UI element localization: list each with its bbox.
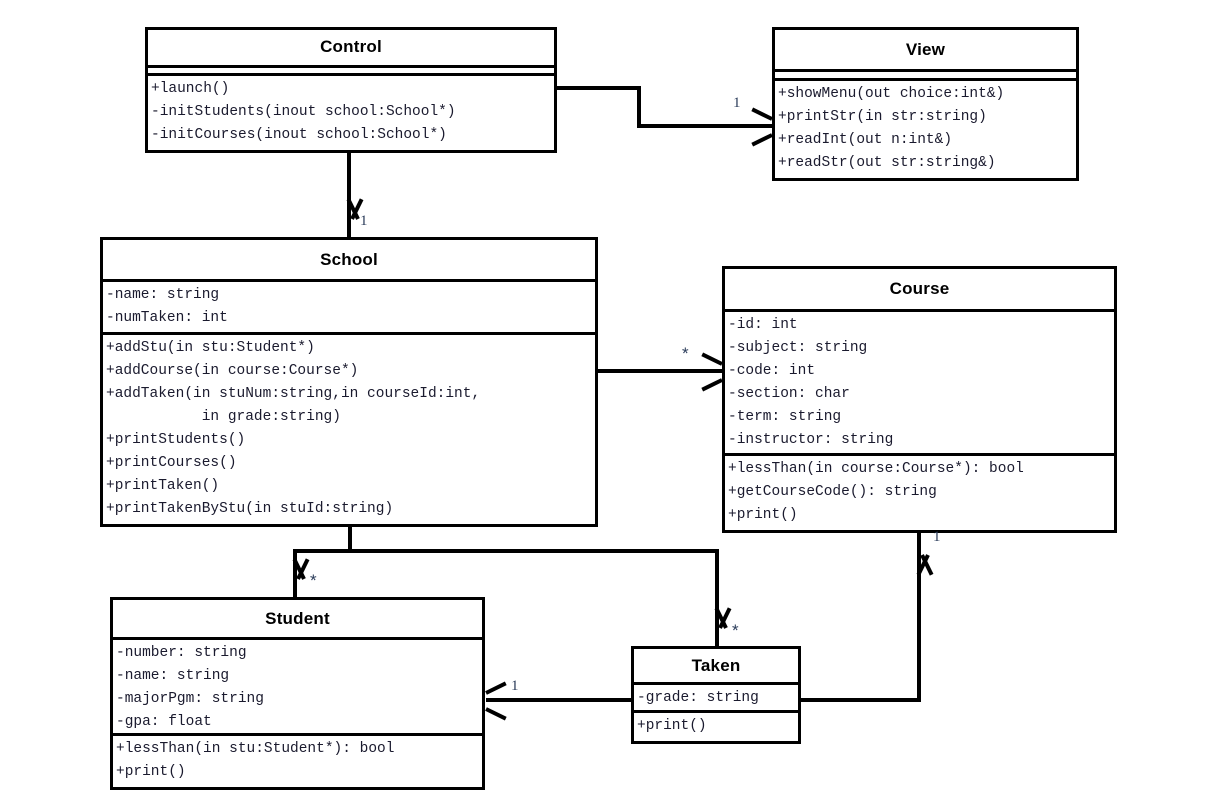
connector-control-school [347, 153, 351, 237]
connector-school-student [293, 549, 352, 553]
connector-school-split [348, 527, 352, 553]
class-member: +addStu(in stu:Student*) [106, 340, 315, 356]
class-member: +printCourses() [106, 455, 237, 471]
connector-taken-student [486, 698, 631, 702]
class-member: -majorPgm: string [116, 691, 264, 707]
class-methods-student: +lessThan(in stu:Student*): bool +print(… [113, 733, 482, 787]
connector-school-taken [348, 549, 719, 553]
class-member: -initCourses(inout school:School*) [151, 127, 447, 143]
class-member: +getCourseCode(): string [728, 484, 937, 500]
class-member: -code: int [728, 363, 816, 379]
class-member: +addCourse(in course:Course*) [106, 363, 359, 379]
class-attributes-course: -id: int -subject: string -code: int -se… [725, 309, 1114, 453]
class-member: -instructor: string [728, 432, 894, 448]
class-member: +print() [116, 764, 186, 780]
class-member: -section: char [728, 386, 850, 402]
class-member: -name: string [106, 287, 220, 303]
class-methods-control: +launch() -initStudents(inout school:Sch… [148, 73, 554, 150]
class-member: +printTaken() [106, 478, 220, 494]
multiplicity-label: 1 [511, 678, 519, 694]
connector-school-course [598, 369, 722, 373]
multiplicity-label: 1 [360, 213, 368, 229]
connector-taken-course [917, 533, 921, 698]
multiplicity-label: 1 [933, 529, 941, 545]
multiplicity-label: 1 [733, 95, 741, 111]
class-member: -gpa: float [116, 714, 212, 730]
class-member: +readStr(out str:string&) [778, 155, 996, 171]
class-member: -numTaken: int [106, 310, 228, 326]
multiplicity-label: * [310, 571, 317, 590]
class-attributes-school: -name: string -numTaken: int [103, 279, 595, 332]
class-box-student[interactable]: Student -number: string -name: string -m… [110, 597, 485, 790]
class-member: -id: int [728, 317, 798, 333]
class-member: -subject: string [728, 340, 868, 356]
class-methods-taken: +print() [634, 710, 798, 741]
class-box-taken[interactable]: Taken -grade: string +print() [631, 646, 801, 744]
class-title-view: View [905, 39, 946, 59]
class-attributes-control [148, 64, 554, 73]
class-member: +lessThan(in stu:Student*): bool [116, 741, 395, 757]
class-member: +print() [637, 718, 707, 734]
connector-control-view [637, 124, 772, 128]
class-title-taken: Taken [691, 655, 741, 675]
class-member: in grade:string) [106, 409, 341, 425]
class-box-control[interactable]: Control +launch() -initStudents(inout sc… [145, 27, 557, 153]
class-member: -term: string [728, 409, 842, 425]
multiplicity-label: * [682, 344, 689, 363]
class-title-school: School [320, 249, 378, 269]
class-box-view[interactable]: View +showMenu(out choice:int&) +printSt… [772, 27, 1079, 181]
class-title-control: Control [320, 37, 382, 57]
class-methods-course: +lessThan(in course:Course*): bool +getC… [725, 453, 1114, 530]
class-member: -grade: string [637, 690, 759, 706]
class-member: +addTaken(in stuNum:string,in courseId:i… [106, 386, 481, 402]
class-member: +printStr(in str:string) [778, 109, 987, 125]
class-attributes-student: -number: string -name: string -majorPgm:… [113, 637, 482, 733]
class-member: +readInt(out n:int&) [778, 132, 953, 148]
connector-control-view [637, 86, 641, 128]
class-title-course: Course [889, 279, 950, 298]
connector-school-student [293, 549, 297, 597]
class-member: +lessThan(in course:Course*): bool [728, 461, 1024, 477]
class-attributes-view [775, 69, 1076, 78]
connector-school-taken [715, 549, 719, 646]
class-methods-view: +showMenu(out choice:int&) +printStr(in … [775, 78, 1076, 178]
multiplicity-label: * [732, 621, 739, 640]
class-attributes-taken: -grade: string [634, 682, 798, 710]
class-member: +launch() [151, 81, 230, 97]
class-methods-school: +addStu(in stu:Student*) +addCourse(in c… [103, 332, 595, 524]
connector-control-view [557, 86, 641, 90]
class-member: -initStudents(inout school:School*) [151, 104, 456, 120]
class-member: -name: string [116, 668, 230, 684]
class-title-student: Student [265, 608, 330, 628]
class-member: +printTakenByStu(in stuId:string) [106, 501, 394, 517]
class-member: -number: string [116, 645, 247, 661]
class-member: +printStudents() [106, 432, 246, 448]
class-member: +showMenu(out choice:int&) [778, 86, 1005, 102]
class-member: +print() [728, 507, 798, 523]
class-box-course[interactable]: Course -id: int -subject: string -code: … [722, 266, 1117, 533]
class-box-school[interactable]: School -name: string -numTaken: int +add… [100, 237, 598, 527]
connector-taken-course [801, 698, 921, 702]
